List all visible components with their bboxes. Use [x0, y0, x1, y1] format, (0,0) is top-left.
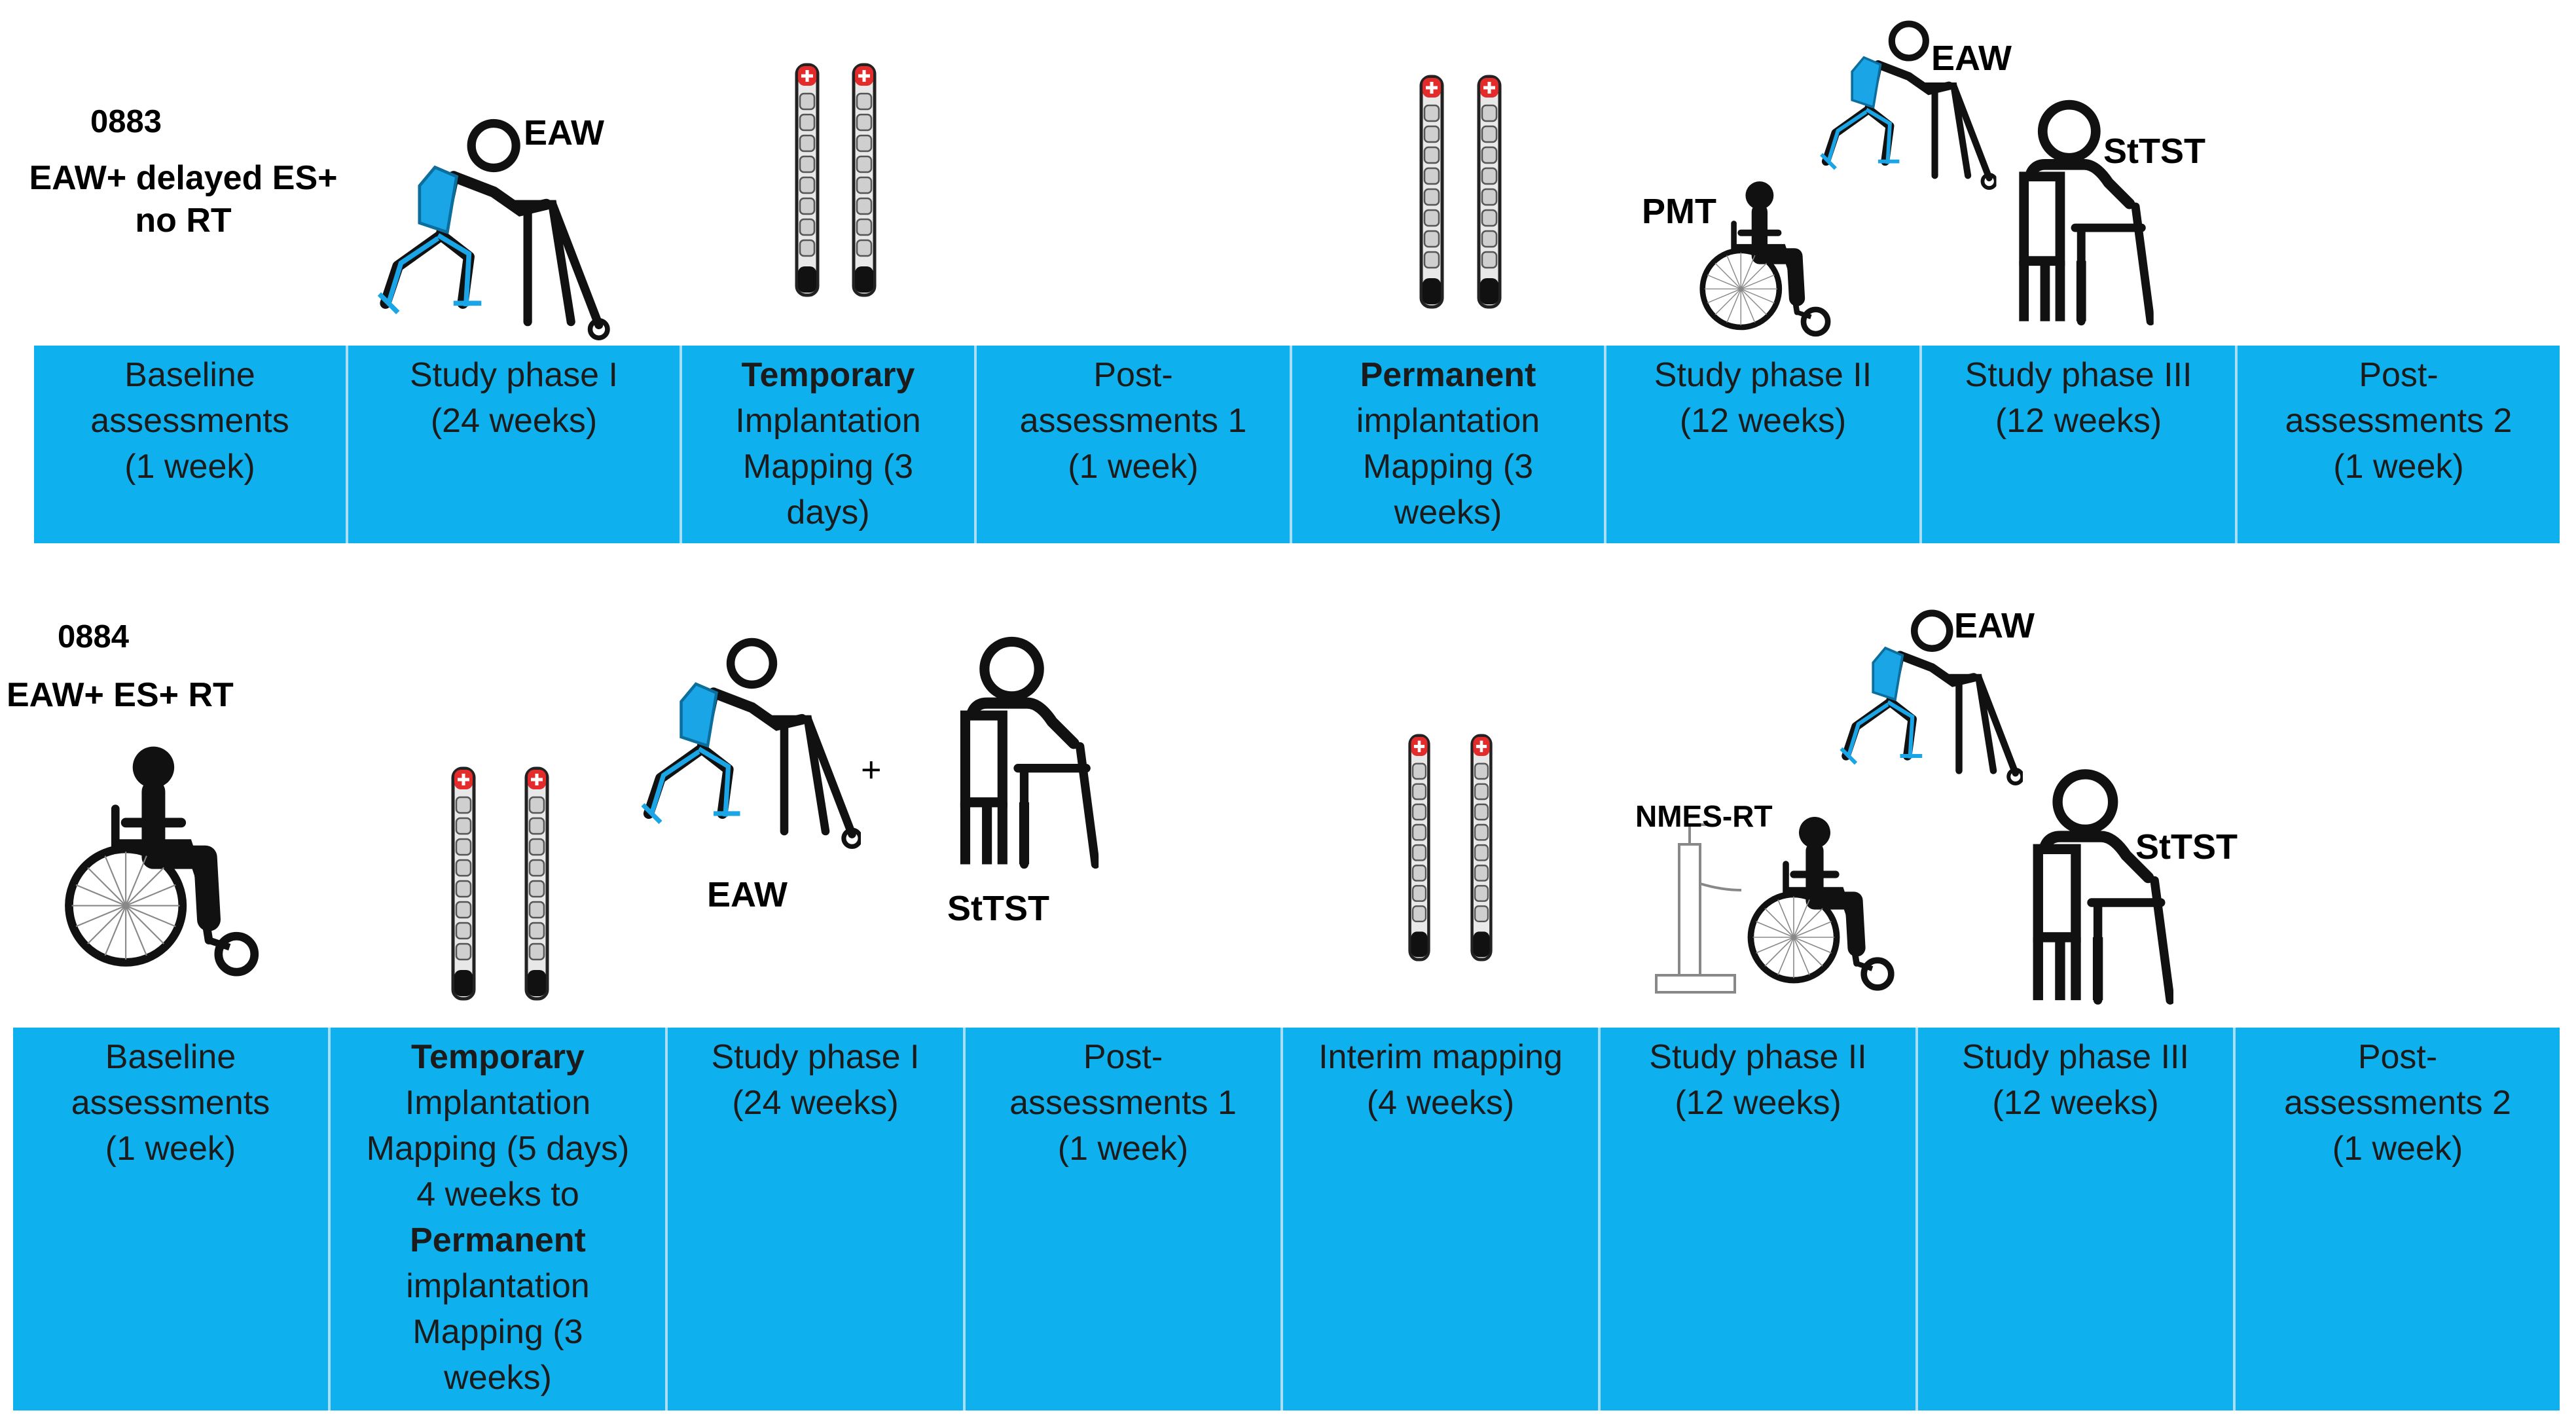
sit-to-stand-icon-2 — [2010, 766, 2173, 1008]
phase-text: weeks) — [1394, 494, 1502, 531]
phase-text: Study phase II — [1649, 1038, 1867, 1076]
phase-text: Study phase I — [410, 356, 618, 394]
phase-text: Post- — [1083, 1038, 1163, 1076]
phase-text: Interim mapping — [1318, 1038, 1563, 1076]
phase-text: Post- — [2359, 356, 2439, 394]
phase-text: (24 weeks) — [430, 402, 598, 440]
phase-text: (1 week) — [2333, 448, 2464, 486]
phase-text: Study phase I — [711, 1038, 920, 1076]
walker2-label-0883: EAW — [1931, 39, 2012, 78]
temporary-electrode-icon-left — [450, 763, 477, 1005]
phase-cell: Post- assessments 1 (1 week) — [977, 346, 1292, 543]
phase-text: weeks) — [444, 1359, 552, 1397]
phase-text: implantation — [1356, 402, 1540, 440]
phase-text: Baseline — [105, 1038, 236, 1076]
pmt-label: PMT — [1642, 192, 1716, 231]
phase-text: (12 weeks) — [1675, 1084, 1841, 1122]
phase-text: (12 weeks) — [1992, 1084, 2159, 1122]
temporary-electrode-icon-right — [851, 59, 877, 301]
phase-text: assessments 2 — [2285, 402, 2513, 440]
phase-cell: Interim mapping (4 weeks) — [1283, 1028, 1601, 1410]
phase-cell: Study phase III (12 weeks) — [1918, 1028, 2236, 1410]
phase-cell: Post- assessments 2 (1 week) — [2236, 1028, 2560, 1410]
group-line-1: EAW+ ES+ RT — [7, 676, 234, 714]
wheelchair-icon — [49, 740, 272, 982]
walker2-label-0884: EAW — [1954, 606, 2035, 645]
temporary-electrode-icon-left — [794, 59, 820, 301]
phase-cell: Baseline assessments (1 week) — [13, 1028, 331, 1410]
phase-text: Mapping (5 days) — [366, 1130, 630, 1168]
phase-text: (1 week) — [1068, 448, 1199, 486]
phase-cell: Temporary Implantation Mapping (5 days) … — [331, 1028, 668, 1410]
phase-text: Mapping (3 — [1362, 448, 1534, 486]
permanent-electrode-icon-left — [1419, 71, 1445, 313]
sit-label-0884: StTST — [947, 889, 1049, 928]
sit-label-0883: StTST — [2103, 132, 2205, 171]
group-label-0884: EAW+ ES+ RT — [7, 674, 268, 717]
walker-label-0883: EAW — [524, 113, 605, 153]
protocol-id-0883: 0883 — [90, 104, 162, 139]
timeline-band-0884: Baseline assessments (1 week) Temporary … — [13, 1028, 2560, 1410]
nmes-wheelchair-icon — [1728, 812, 1912, 995]
protocol-id-0884: 0884 — [58, 619, 130, 655]
phase-text: Implantation — [735, 402, 921, 440]
phase-text: (1 week) — [105, 1130, 236, 1168]
phase-text: Post- — [2357, 1038, 2438, 1076]
sit-to-stand-icon — [936, 635, 1100, 871]
phase-cell: Study phase I (24 weeks) — [348, 346, 682, 543]
phase-text: Study phase III — [1965, 356, 2192, 394]
phase-text: (1 week) — [124, 448, 255, 486]
phase-text: (1 week) — [1057, 1130, 1189, 1168]
phase-text: Study phase II — [1654, 356, 1872, 394]
phase-text: Implantation — [405, 1084, 591, 1122]
phase-text: days) — [786, 494, 870, 531]
phase-text: (1 week) — [2332, 1130, 2463, 1168]
phase-cell: Study phase III (12 weeks) — [1922, 346, 2238, 543]
group-label-0883: EAW+ delayed ES+ no RT — [0, 157, 367, 242]
phase-text: Temporary — [411, 1038, 585, 1076]
phase-text: Mapping (3 — [412, 1313, 583, 1351]
phase-text: (12 weeks) — [1679, 402, 1847, 440]
phase-text: assessments 1 — [1019, 402, 1247, 440]
phase-text: 4 weeks to — [416, 1176, 579, 1213]
phase-text: Temporary — [741, 356, 915, 394]
walker-exoskeleton-icon — [625, 635, 861, 851]
phase-cell: Post- assessments 2 (1 week) — [2238, 346, 2560, 543]
sit2-label-0884: StTST — [2135, 827, 2238, 867]
phase-text: Mapping (3 — [742, 448, 914, 486]
phase-cell: Post- assessments 1 (1 week) — [966, 1028, 1283, 1410]
phase-text: assessments 2 — [2284, 1084, 2511, 1122]
phase-text: (12 weeks) — [1995, 402, 2162, 440]
phase-text: assessments 1 — [1009, 1084, 1237, 1122]
phase-text: (4 weeks) — [1366, 1084, 1515, 1122]
timeline-band-0883: Baseline assessments (1 week) Study phas… — [34, 346, 2560, 543]
phase-cell: Permanent implantation Mapping (3 weeks) — [1292, 346, 1606, 543]
phase-text: assessments — [71, 1084, 270, 1122]
phase-cell: Study phase II (12 weeks) — [1606, 346, 1922, 543]
interim-electrode-icon-right — [1470, 733, 1493, 962]
phase-cell: Temporary Implantation Mapping (3 days) — [682, 346, 977, 543]
temporary-electrode-icon-right — [524, 763, 550, 1005]
nmes-label: NMES-RT — [1635, 799, 1773, 833]
phase-text: implantation — [406, 1267, 590, 1305]
phase-text: Post- — [1093, 356, 1173, 394]
phase-text: Permanent — [410, 1221, 586, 1259]
phase-text: Permanent — [1360, 356, 1536, 394]
nmes-device-icon — [1655, 823, 1742, 994]
group-line-2: no RT — [135, 202, 232, 240]
phase-text: (24 weeks) — [732, 1084, 899, 1122]
permanent-electrode-icon-right — [1476, 71, 1502, 313]
phase-cell: Baseline assessments (1 week) — [34, 346, 348, 543]
group-line-1: EAW+ delayed ES+ — [29, 159, 338, 197]
phase-text: Baseline — [124, 356, 255, 394]
phase-cell: Study phase I (24 weeks) — [668, 1028, 966, 1410]
phase-text: Study phase III — [1962, 1038, 2189, 1076]
interim-electrode-icon-left — [1407, 733, 1431, 962]
phase-cell: Study phase II (12 weeks) — [1601, 1028, 1918, 1410]
phase-text: assessments — [90, 402, 289, 440]
walker-label-0884: EAW — [707, 875, 788, 914]
plus-sign: + — [861, 750, 882, 789]
